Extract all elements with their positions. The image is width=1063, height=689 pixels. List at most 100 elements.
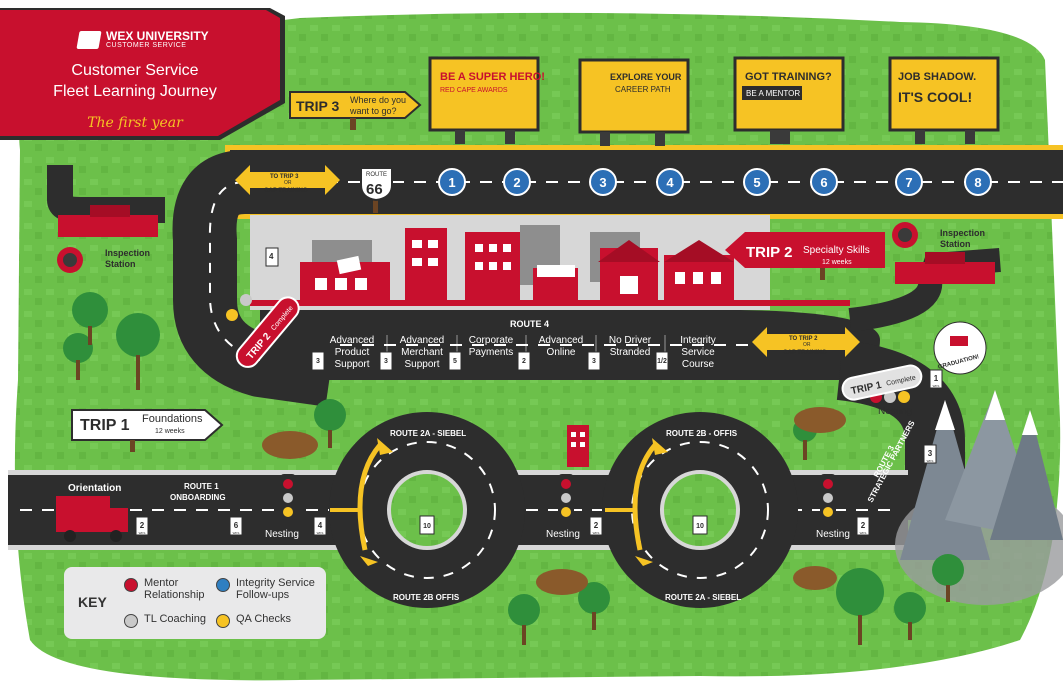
- wex-university-logo: WEX UNIVERSITY CUSTOMER SERVICE: [76, 29, 209, 49]
- route4-duration-sign: [379, 351, 393, 371]
- trip2-sign: TRIP 2 Specialty Skills 12 weeks: [725, 232, 885, 280]
- route4-duration-3: 5: [453, 358, 457, 365]
- trip2-text: Specialty Skills: [803, 245, 870, 256]
- first-duration: 4: [269, 252, 274, 261]
- route4-duration-4: 2: [522, 358, 526, 365]
- route4-duration-sign: [587, 351, 601, 371]
- to-trip2-line2: GAP TRAINING: [783, 350, 827, 356]
- key-qa-label: QA Checks: [236, 613, 292, 625]
- route4-duration-sign: [448, 351, 462, 371]
- key-item-qa-checks: QA Checks: [216, 613, 291, 628]
- route4-duration-6: 1/2: [657, 358, 667, 365]
- bottom-duration-unit: WKS: [317, 531, 324, 535]
- nesting-1: Nesting: [265, 529, 299, 540]
- title-line2: Fleet Learning Journey: [53, 83, 217, 100]
- trip2-complete-badge: TRIP 2 Complete: [235, 296, 300, 368]
- stop-2-label: 2: [513, 175, 520, 190]
- to-trip3-sign: TO TRIP 3 OR GAP TRAINING: [235, 165, 340, 195]
- trip3-text-line1: Where do you: [350, 95, 406, 105]
- trip1-label: TRIP 1: [80, 417, 130, 434]
- route4-course-1-line3: Support: [334, 359, 369, 370]
- bottom-duration-sign: [229, 516, 243, 536]
- route4-course-2-line1: Advanced: [400, 335, 444, 346]
- route4-course-3-line1: Corporate: [469, 335, 514, 346]
- inspection-left-line2: Station: [105, 259, 136, 269]
- title-line1: Customer Service: [71, 62, 199, 79]
- bottom-duration-unit: WKS: [860, 531, 867, 535]
- stop-7-label: 7: [905, 175, 912, 190]
- billboard-2: [578, 58, 690, 134]
- orientation-label: Orientation: [68, 483, 121, 494]
- stop-8-marker: [964, 168, 992, 196]
- gray-dot-icon: [124, 614, 138, 628]
- bottom-duration-5: 2: [861, 521, 866, 530]
- key-tl-label: TL Coaching: [144, 613, 206, 625]
- bottom-duration-sign: [923, 444, 937, 464]
- stop-1-label: 1: [448, 175, 455, 190]
- red-dot-icon: [124, 578, 138, 592]
- trip1-sub: 12 weeks: [155, 428, 185, 435]
- bottom-duration-sign: [313, 516, 327, 536]
- route2a-top: ROUTE 2A - SIEBEL: [390, 429, 466, 438]
- route4-course-1-line1: Advanced: [330, 335, 374, 346]
- route66-top: ROUTE: [366, 172, 387, 178]
- route4-course-6-line2: Service: [681, 347, 715, 358]
- nesting-top-right: Nesting: [878, 406, 912, 417]
- route4-course-3-line2: Payments: [469, 347, 513, 358]
- trip3-label: TRIP 3: [296, 98, 340, 114]
- roundabout-duration-sign: [419, 515, 435, 535]
- stop-6-label: 6: [820, 175, 827, 190]
- bottom-duration-unit: WKS: [233, 531, 240, 535]
- page-subtitle: The first year: [87, 115, 183, 131]
- route4-course-6-line1: Integrity: [680, 335, 716, 346]
- route4-course-2-line3: Support: [404, 359, 439, 370]
- to-trip3-line2: GAP TRAINING: [264, 188, 308, 194]
- route66-num: 66: [366, 181, 383, 198]
- trip1-sign: TRIP 1 Foundations 12 weeks: [71, 409, 224, 452]
- route4-course-5-line1: No Driver: [609, 335, 652, 346]
- key-integrity-line1: Integrity Service: [236, 577, 315, 589]
- bottom-duration-sign: [135, 516, 149, 536]
- key-title: KEY: [78, 594, 107, 610]
- page-title: Customer Service Fleet Learning Journey: [40, 60, 230, 102]
- nesting-2: Nesting: [546, 529, 580, 540]
- nesting-3: Nesting: [816, 529, 850, 540]
- route4-course-5-line2: Stranded: [610, 347, 651, 358]
- bottom-duration-sign: [856, 516, 870, 536]
- bottom-duration-3: 4: [318, 521, 323, 530]
- first-duration-sign: 4: [265, 247, 279, 267]
- blue-dot-icon: [216, 578, 230, 592]
- route4-course-6-line3: Course: [682, 359, 715, 370]
- key-mentor-line1: Mentor: [144, 577, 179, 589]
- route1-line2: ONBOARDING: [170, 493, 226, 502]
- route4-courses: AdvancedProductSupportAdvancedMerchantSu…: [311, 335, 716, 371]
- route2a-bottom: ROUTE 2A - SIEBEL: [665, 593, 741, 602]
- stop-7-marker: [895, 168, 923, 196]
- roundabout-duration-2: 10: [696, 523, 704, 530]
- stop-6-marker: [810, 168, 838, 196]
- inspection-station-left: [57, 205, 158, 273]
- bottom-duration-unit: WKS: [593, 531, 600, 535]
- route4-course-2-line2: Merchant: [401, 347, 443, 358]
- city-skyline: [300, 225, 734, 304]
- billboard-1-line1: BE A SUPER HERO!: [440, 71, 545, 83]
- bottom-duration-unit: WKS: [139, 531, 146, 535]
- title-banner: WEX UNIVERSITY CUSTOMER SERVICE Customer…: [0, 8, 285, 140]
- billboard-4: [888, 56, 1000, 132]
- inspection-right-line1: Inspection: [940, 228, 985, 238]
- route4-course-4-line2: Online: [547, 347, 576, 358]
- trip2-sub: 12 weeks: [822, 259, 852, 266]
- stop-4-marker: [656, 168, 684, 196]
- trip1-text: Foundations: [142, 413, 203, 425]
- billboards: BE A SUPER HERO! RED CAPE AWARDS EXPLORE…: [428, 56, 1000, 146]
- bottom-duration-sign: [589, 516, 603, 536]
- brand-name: WEX UNIVERSITY: [106, 29, 209, 43]
- stop-5-label: 5: [753, 175, 760, 190]
- billboard-4-line2: IT'S COOL!: [898, 89, 972, 105]
- inspection-left-line1: Inspection: [105, 248, 150, 258]
- to-trip2-line1: TO TRIP 2: [789, 336, 818, 342]
